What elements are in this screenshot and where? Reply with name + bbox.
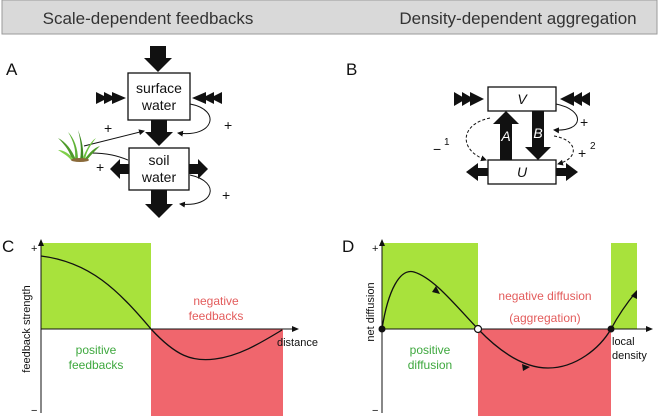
panel-d-y-label: net diffusion [365,282,377,341]
panel-c-red-region [151,329,283,416]
panel-c-red-label-2: feedbacks [189,309,244,323]
v-box [487,86,557,112]
sign-left-sup: 1 [444,137,450,148]
sign-right-sup: 2 [590,141,596,152]
arrow-in-left-v [454,92,484,106]
surface-water-label-1: surface [136,80,182,96]
header-bar [1,0,658,35]
u-label: U [517,164,528,180]
arrow-in-right-v [560,92,590,106]
panel-c-green-label-1: positive [76,343,117,357]
arrow-b-label: B [533,125,542,141]
panel-c-green-region [41,243,151,329]
panel-d-label: D [342,237,354,256]
panel-c-y-plus: + [31,243,37,255]
loop-left-dashed [465,117,491,162]
loop-right-solid [553,103,578,134]
panel-d-x-label-1: local [612,336,635,348]
panel-d-red-region [478,329,611,416]
panel-d-flow-arrow-1 [432,286,440,294]
arrow-out-right [189,159,208,179]
panel-c-y-label: feedback strength [21,285,33,372]
soil-water-label-1: soil [148,152,169,168]
sign-left: − [433,141,441,157]
panel-c-green-label-2: feedbacks [69,358,124,372]
panel-d-green-label-1: positive [410,343,451,357]
arrow-in-right [192,92,222,104]
header-right-title: Density-dependent aggregation [399,9,636,28]
grass-icon [58,130,100,162]
loop-right-dashed [553,135,574,166]
arrow-surface-to-soil [145,120,173,146]
arrow-out-right-u [556,163,578,181]
panel-c-y-minus: − [31,405,37,417]
panel-c-red-label-1: negative [193,294,239,308]
panel-d-green-region-left [382,243,478,329]
surface-water-label-2: water [141,97,177,113]
u-box [487,159,557,185]
panel-d-y-minus: − [372,405,378,417]
line-plant-to-surface [83,129,145,147]
sign-plant-bottom: + [96,159,104,175]
arrow-out-bottom [145,190,173,218]
sign-top-loop: + [224,117,232,133]
panel-d-flow-arrow-2 [522,364,530,371]
arrow-b-down [525,111,551,160]
arrow-out-left [110,159,129,179]
panel-d-red-label-2: (aggregation) [509,311,580,325]
arrow-a-label: A [500,128,510,144]
panel-d-green-region-right [611,243,637,329]
sign-right-bottom: + [578,145,586,161]
loop-surface [177,103,211,137]
panel-d-green-label-2: diffusion [408,358,452,372]
panel-d-red-label-1: negative diffusion [498,289,591,303]
arrow-a-up [493,111,519,160]
panel-d-y-plus: + [372,243,378,255]
soil-water-label-2: water [141,169,177,185]
line-plant-to-soil [89,152,129,161]
panel-d-x-label-2: density [612,350,647,362]
header-left-title: Scale-dependent feedbacks [43,9,254,28]
sign-right-top: + [580,114,588,130]
panel-a-label: A [6,60,18,79]
v-label: V [517,91,528,107]
arrow-in-top [144,46,172,72]
arrow-out-left-u [466,163,488,181]
panel-d-unstable-point [473,324,483,334]
sign-plant-top: + [104,120,112,136]
surface-water-box [127,72,191,121]
panel-c-label: C [2,237,14,256]
panel-c-curve [40,255,283,361]
panel-b-label: B [346,60,357,79]
panel-d-stable-point-left [378,325,386,333]
loop-soil [179,174,211,208]
arrow-in-left [96,92,126,104]
panel-c-x-label: distance [277,337,318,349]
sign-bottom-loop: + [222,187,230,203]
panel-d-stable-point-right [607,325,615,333]
panel-d-flow-arrow-3 [631,290,637,299]
